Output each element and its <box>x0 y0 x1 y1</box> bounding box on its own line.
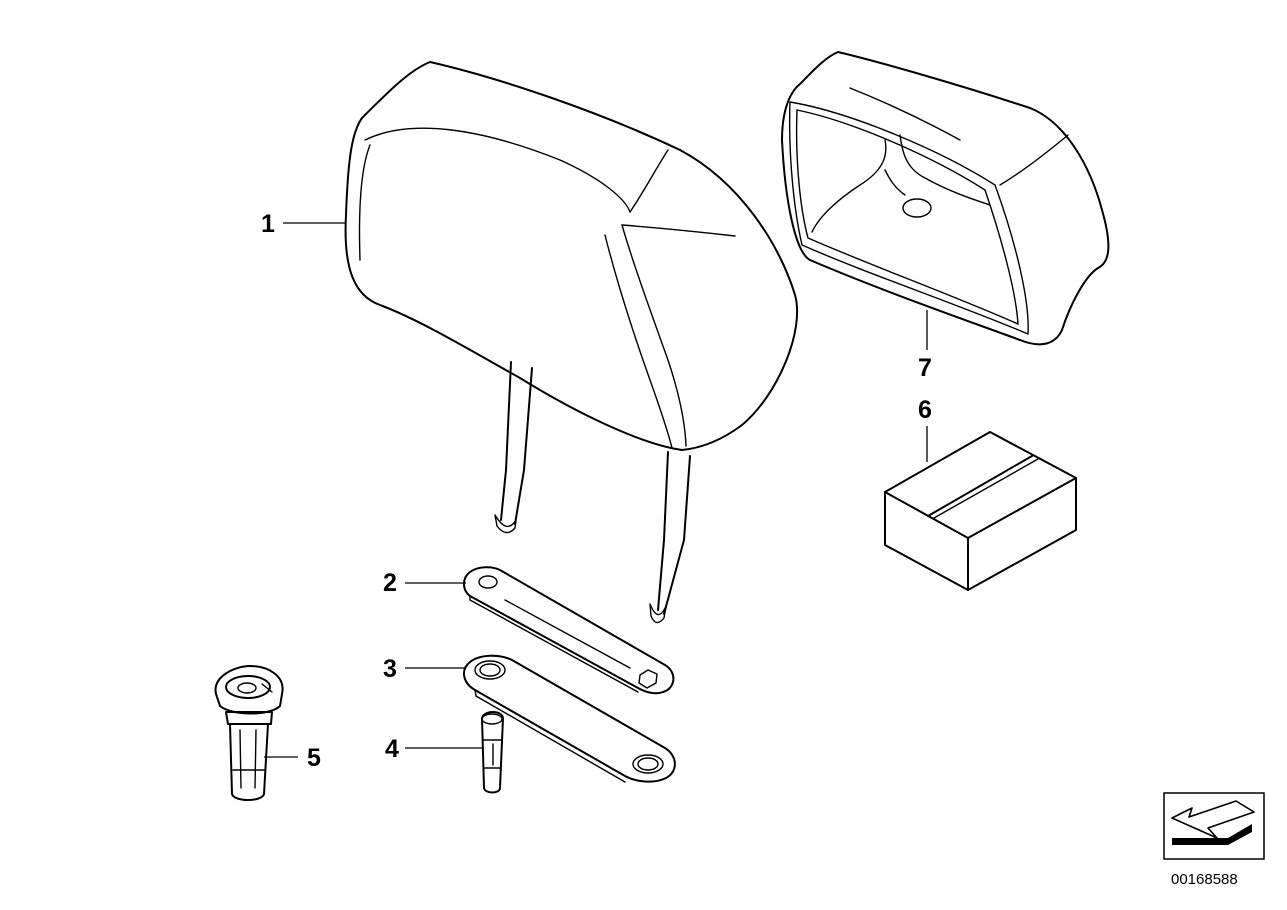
callout-5: 5 <box>307 744 321 772</box>
box-icon[interactable] <box>884 431 1077 591</box>
drawing-number: 00168588 <box>1171 871 1238 888</box>
callout-1: 1 <box>261 210 275 238</box>
callout-2: 2 <box>383 569 397 597</box>
callout-4: 4 <box>385 735 399 763</box>
callout-3: 3 <box>383 655 397 683</box>
headrest-icon[interactable] <box>344 61 799 624</box>
callout-7: 7 <box>918 354 932 382</box>
pin-icon[interactable] <box>481 711 504 794</box>
callout-6: 6 <box>918 396 932 424</box>
callouts: 1 2 3 4 5 6 7 <box>261 210 932 772</box>
leader-lines <box>264 222 928 758</box>
direction-arrow-icon <box>1163 792 1265 860</box>
bracket-icon[interactable] <box>463 654 676 783</box>
guide-sleeve-icon[interactable] <box>214 665 284 801</box>
headrest-cover-icon[interactable] <box>781 51 1110 346</box>
plate-icon[interactable] <box>463 566 675 695</box>
